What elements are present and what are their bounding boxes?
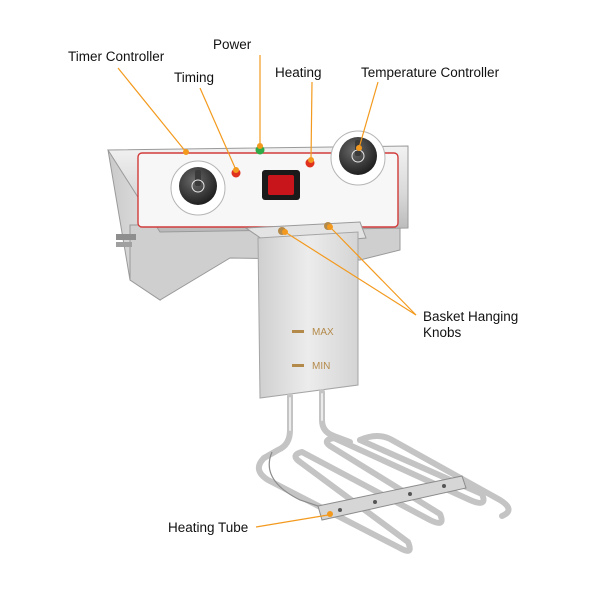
leader-dot-basket-knob-left [282,229,289,236]
label-timer-controller: Timer Controller [68,49,165,64]
element-plate-body [257,231,359,399]
element-plate: MAX MIN [257,231,359,399]
leader-basket-knob-left [284,231,417,316]
leader-timer-controller [117,67,187,153]
side-connector [116,234,136,240]
clamp-bolt [338,508,342,512]
min-mark-label: MIN [312,361,330,372]
heating-tube-riser-right [319,389,353,445]
leader-lines [117,55,417,528]
heating-tube-riser-left [261,393,293,461]
clamp-bolt [408,492,412,496]
heating-tube-highlights [289,393,323,431]
leader-basket-knob-right [329,226,417,316]
label-basket-hanging-knobs-line2: Knobs [423,324,462,340]
clamp-bolt [373,500,377,504]
leader-heating [310,81,313,161]
leader-timing [199,87,237,171]
label-basket-hanging-knobs: Basket Hanging Knobs [423,309,518,340]
timer-knob [170,160,226,216]
leader-dot-timer-controller [183,149,190,156]
clamp-bolt [442,484,446,488]
leader-dot-heating [308,157,315,164]
max-mark-label: MAX [312,327,334,338]
leader-dot-temperature-controller [356,145,363,152]
leader-dot-timing [233,167,240,174]
leader-heating-tube [255,514,329,528]
clamp-bar [317,475,467,521]
max-mark-line [292,330,304,333]
power-switch-rocker [268,175,294,195]
heating-tube-clamp [317,475,467,521]
label-heating-tube: Heating Tube [168,520,249,535]
label-heating: Heating [275,65,322,80]
power-switch [262,170,300,200]
leader-dot-power [257,143,264,150]
heating-tube [255,389,512,554]
timer-knob-grip [195,170,201,186]
leader-temperature-controller [358,81,379,149]
leader-dot-basket-knob-right [327,224,334,231]
heating-tube-outer-loop [357,433,512,519]
label-timing: Timing [174,70,215,85]
heating-tube-coils [255,435,487,554]
timer-knob-center [191,179,205,193]
label-basket-hanging-knobs-line1: Basket Hanging [423,309,519,324]
min-mark-line [292,364,304,367]
sensor-wire [268,451,331,511]
label-temperature-controller: Temperature Controller [361,65,500,80]
clamp-marker [327,511,333,517]
temperature-knob [330,130,386,186]
side-connector-lower [116,242,132,247]
label-power: Power [213,37,252,52]
